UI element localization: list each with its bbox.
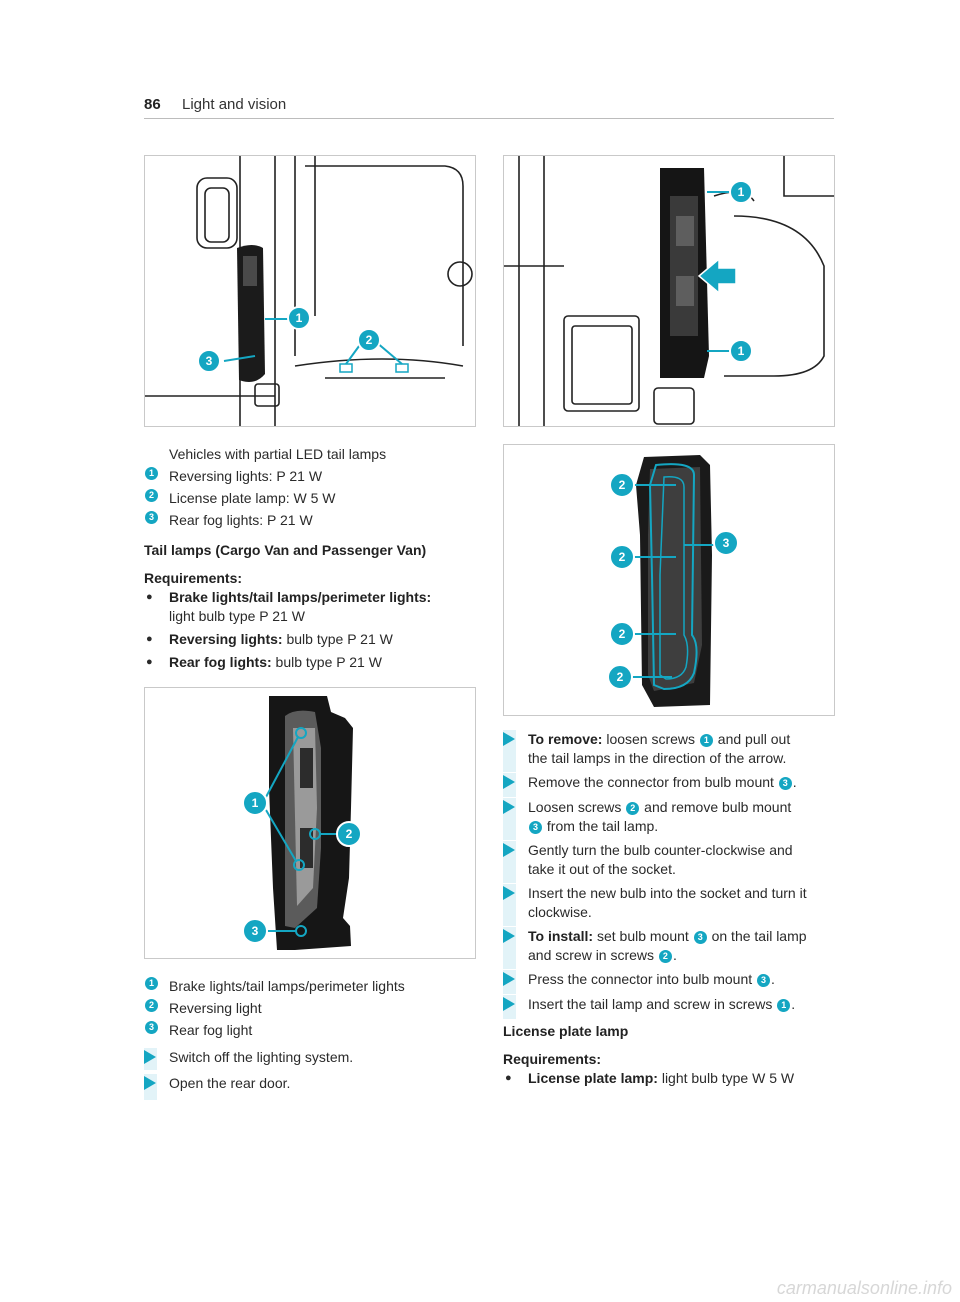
ref-num: 3: [529, 821, 542, 834]
legend-num-2: 2: [145, 489, 158, 502]
right-steps: To remove: loosen screws 1 and pull out …: [503, 730, 835, 1020]
callout-2-d: 2: [607, 664, 633, 690]
req2-text: bulb type P 21 W: [282, 631, 393, 647]
req1-bold: Brake lights/tail lamps/perimeter lights…: [169, 589, 432, 605]
requirements-label: Requirements:: [503, 1051, 602, 1067]
req-bold: License plate lamp:: [528, 1070, 658, 1086]
ref-num: 3: [693, 931, 707, 944]
step-arrow-icon: [503, 929, 515, 943]
ref-num: 1: [777, 999, 791, 1012]
legend-num-1: 1: [145, 467, 158, 480]
step-arrow-icon: [503, 800, 515, 814]
legend-text-1: Reversing lights: P 21 W: [169, 468, 323, 484]
legend-text-1: Brake lights/tail lamps/perimeter lights: [169, 978, 405, 994]
license-plate-section: License plate lamp Requirements: ● Licen…: [503, 1022, 835, 1092]
bullet: ●: [146, 633, 153, 645]
figure-bulb-mount: 2 2 2 2 3: [503, 444, 835, 716]
figure1-caption: Vehicles with partial LED tail lamps 1 R…: [144, 445, 476, 535]
legend-num-1: 1: [145, 977, 158, 990]
req1-text: light bulb type P 21 W: [169, 608, 305, 624]
ref-num: 3: [778, 777, 792, 790]
left-steps: Switch off the lighting system. Open the…: [144, 1048, 476, 1100]
requirements-label: Requirements:: [144, 570, 243, 586]
callout-3: 3: [713, 530, 739, 556]
section-title: Light and vision: [182, 96, 287, 113]
svg-text:1: 1: [738, 344, 745, 358]
step-arrow-icon: [503, 732, 515, 746]
svg-text:3: 3: [206, 354, 213, 368]
ref-num: 2: [658, 950, 672, 963]
legend-num-2: 2: [145, 999, 158, 1012]
step-arrow-icon: [503, 775, 515, 789]
page-number: 86: [144, 96, 161, 113]
svg-text:2: 2: [617, 670, 624, 684]
tail-lamps-section: Tail lamps (Cargo Van and Passenger Van)…: [144, 541, 476, 681]
watermark: carmanualsonline.info: [776, 1278, 952, 1298]
step-arrow-icon: [503, 972, 515, 986]
step-arrow-icon: [144, 1076, 156, 1090]
step-open-door: Open the rear door.: [144, 1074, 476, 1100]
step-remove: To remove: loosen screws 1 and pull out …: [503, 730, 835, 772]
svg-text:1: 1: [296, 311, 303, 325]
legend-text-3: Rear fog lights: P 21 W: [169, 512, 313, 528]
callout-2: 2: [357, 328, 381, 352]
bullet: ●: [146, 656, 153, 668]
svg-text:1: 1: [252, 796, 259, 810]
figure-rear-van-led: 1 2 3: [144, 155, 476, 427]
legend-num-3: 3: [145, 511, 158, 524]
callout-2-c: 2: [609, 621, 635, 647]
step-remove-connector: Remove the connector from bulb mount 3.: [503, 773, 835, 797]
page-header: 86 Light and vision: [144, 94, 834, 119]
step-arrow-icon: [503, 886, 515, 900]
callout-2: 2: [336, 821, 362, 847]
step-loosen-screws: Loosen screws 2 and remove bulb mount 3 …: [503, 798, 835, 840]
callout-3: 3: [242, 918, 268, 944]
bullet: ●: [505, 1072, 512, 1084]
req3-bold: Rear fog lights:: [169, 654, 272, 670]
callout-3: 3: [197, 349, 221, 373]
req2-bold: Reversing lights:: [169, 631, 283, 647]
svg-text:1: 1: [738, 185, 745, 199]
figure-tail-lamp-bulbs: 1 2 3: [144, 687, 476, 959]
caption-intro: Vehicles with partial LED tail lamps: [169, 446, 387, 462]
legend-text-3: Rear fog light: [169, 1022, 253, 1038]
ref-num: 1: [699, 734, 713, 747]
callout-1: 1: [287, 306, 311, 330]
step-insert-lamp: Insert the tail lamp and screw in screws…: [503, 995, 835, 1019]
svg-text:2: 2: [366, 333, 373, 347]
step-arrow-icon: [503, 997, 515, 1011]
callout-2-a: 2: [609, 472, 635, 498]
ref-num: 3: [757, 974, 771, 987]
req3-text: bulb type P 21 W: [271, 654, 382, 670]
step-press-connector: Press the connector into bulb mount 3.: [503, 970, 835, 994]
section-heading: License plate lamp: [503, 1023, 629, 1039]
legend-text-2: License plate lamp: W 5 W: [169, 490, 336, 506]
legend-num-3: 3: [145, 1021, 158, 1034]
legend-text-2: Reversing light: [169, 1000, 262, 1016]
svg-text:2: 2: [346, 827, 353, 841]
step-turn-bulb: Gently turn the bulb counter-clockwise a…: [503, 841, 835, 883]
step-install: To install: set bulb mount 3 on the tail…: [503, 927, 835, 969]
ref-num: 2: [626, 802, 640, 815]
step-switch-off: Switch off the lighting system.: [144, 1048, 476, 1070]
svg-text:3: 3: [252, 924, 259, 938]
req-text: light bulb type W 5 W: [657, 1070, 795, 1086]
step-insert-bulb: Insert the new bulb into the socket and …: [503, 884, 835, 926]
svg-text:3: 3: [723, 536, 730, 550]
step-arrow-icon: [503, 843, 515, 857]
svg-text:2: 2: [619, 550, 626, 564]
callout-2-b: 2: [609, 544, 635, 570]
callout-1-bottom: 1: [729, 339, 753, 363]
bullet: ●: [146, 591, 153, 603]
step-arrow-icon: [144, 1050, 156, 1064]
callout-1: 1: [242, 790, 268, 816]
figure3-caption: 1 Brake lights/tail lamps/perimeter ligh…: [144, 977, 476, 1047]
section-heading: Tail lamps (Cargo Van and Passenger Van): [144, 542, 427, 558]
svg-text:2: 2: [619, 478, 626, 492]
figure-tail-lamp-removal: 1 1: [503, 155, 835, 427]
callout-1-top: 1: [729, 180, 753, 204]
svg-text:2: 2: [619, 627, 626, 641]
